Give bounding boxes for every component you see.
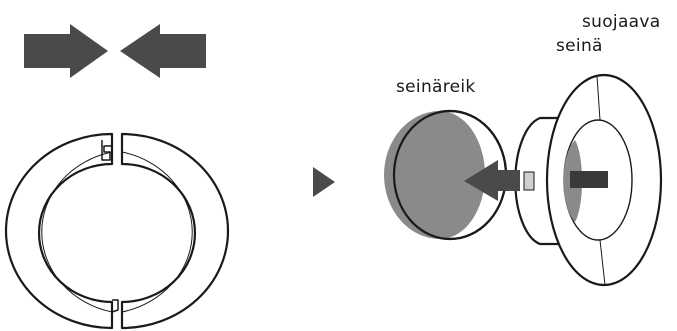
arrow-left-icon bbox=[120, 24, 206, 78]
arrow-right-icon bbox=[24, 24, 108, 78]
protective-wall-rosette-illustration bbox=[545, 73, 663, 287]
label-wall-hole: seinäreik bbox=[396, 77, 476, 97]
label-protective-wall-line2: seinä bbox=[556, 36, 603, 56]
label-protective-wall-line1: suojaava bbox=[582, 12, 661, 32]
play-triangle-icon bbox=[313, 167, 335, 197]
split-ring-illustration bbox=[4, 132, 230, 330]
insert-arrow-icon bbox=[464, 160, 520, 201]
